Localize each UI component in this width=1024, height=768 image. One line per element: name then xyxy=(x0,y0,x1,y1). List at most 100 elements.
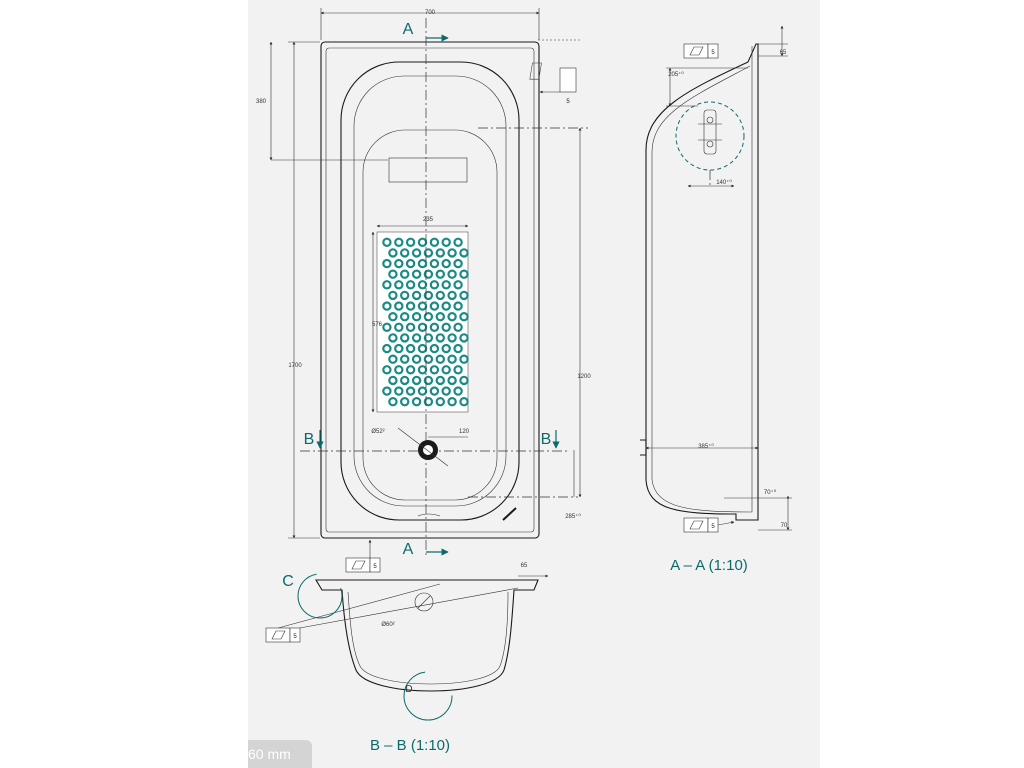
mat-dot xyxy=(453,343,463,354)
mat-dot xyxy=(447,354,457,364)
mat-dot xyxy=(447,333,457,343)
dim-drain-offset: 120 xyxy=(459,429,470,435)
mat-dot xyxy=(405,258,416,269)
anti-slip-dot-pattern xyxy=(382,237,469,407)
mat-dot xyxy=(441,280,451,290)
tolerance-box-plan-bottom: 5 xyxy=(345,539,381,573)
mat-dot xyxy=(453,386,463,396)
section-marker-b-left: B xyxy=(304,431,315,448)
tub-basin-outline xyxy=(340,61,520,521)
mat-dot xyxy=(394,386,404,396)
mat-dot xyxy=(405,237,416,247)
mat-dot xyxy=(453,258,463,269)
technical-drawing: 700 380 1700 1200 235 576 120 Ø52² 285⁺⁰… xyxy=(256,8,792,754)
mat-dot xyxy=(423,312,434,322)
mat-dot xyxy=(394,237,404,247)
mat-dot xyxy=(435,397,445,407)
mat-dot xyxy=(411,269,422,279)
mat-dot xyxy=(459,248,469,258)
mat-dot xyxy=(388,397,398,407)
dim-cross-65: 65 xyxy=(521,563,528,569)
parallelogram-flatness-icon xyxy=(689,520,704,530)
dim-side-140: 140⁺⁰ xyxy=(716,179,732,186)
mat-dot xyxy=(447,290,457,301)
mat-dot xyxy=(411,290,422,301)
mat-dot xyxy=(423,354,434,364)
dim-side-385: 385⁺⁰ xyxy=(698,443,714,450)
mat-dot xyxy=(429,365,440,375)
dim-side-70b: 70 xyxy=(781,523,788,529)
mat-dot xyxy=(435,290,445,301)
section-marker-b-right: B xyxy=(541,431,552,448)
mat-dot xyxy=(382,301,392,311)
tolerance-box-cross: 5 xyxy=(265,627,301,643)
tub-side-profile xyxy=(645,43,759,521)
mat-dot xyxy=(459,290,469,301)
mat-dot xyxy=(382,365,392,375)
mat-dot xyxy=(399,290,410,301)
mat-dot xyxy=(447,375,457,386)
drawing-sheet: 700 380 1700 1200 235 576 120 Ø52² 285⁺⁰… xyxy=(248,0,820,768)
mat-dot xyxy=(453,322,463,332)
mat-dot xyxy=(435,312,445,322)
mat-dot xyxy=(411,333,422,343)
mat-dot xyxy=(399,269,410,279)
mat-dot xyxy=(435,248,445,258)
tub-cross-profile xyxy=(315,579,539,692)
svg-text:5: 5 xyxy=(373,564,377,570)
mat-dot xyxy=(441,322,451,332)
overflow-mark xyxy=(502,507,517,521)
dim-side-65: 65 xyxy=(780,50,787,56)
parallelogram-flatness-icon xyxy=(351,560,366,570)
mat-dot xyxy=(382,343,392,354)
mat-dot xyxy=(388,248,398,258)
mat-dot xyxy=(411,248,422,258)
mat-dot xyxy=(447,269,457,279)
mat-dot xyxy=(453,237,463,247)
mat-dot xyxy=(435,354,445,364)
mat-dot xyxy=(459,269,469,279)
dim-cross-diameter: Ø60² xyxy=(381,622,394,628)
detail-circle-overflow xyxy=(675,101,745,171)
detail-circle-c xyxy=(297,573,343,619)
dim-mat-width: 235 xyxy=(423,217,434,223)
svg-text:5: 5 xyxy=(711,50,715,56)
mat-dot xyxy=(423,248,434,258)
svg-text:5: 5 xyxy=(566,99,570,105)
mat-dot xyxy=(405,322,416,332)
mat-dot xyxy=(411,312,422,322)
mat-dot xyxy=(441,343,451,354)
mat-dot xyxy=(405,386,416,396)
dim-side-70a: 70⁺⁰ xyxy=(764,489,777,496)
section-bb-view: 65 Ø60² C D 5 B – B (1:10) xyxy=(265,563,549,754)
dim-depth-head: 380 xyxy=(256,99,267,105)
mat-dot xyxy=(453,365,463,375)
mat-dot xyxy=(382,237,392,247)
mat-dot xyxy=(394,343,404,354)
svg-text:5: 5 xyxy=(293,634,297,640)
dim-mat-length: 576 xyxy=(372,322,383,328)
mat-dot xyxy=(423,290,434,301)
mat-dot xyxy=(423,375,434,386)
tub-rim-inner xyxy=(325,47,535,533)
tolerance-box-plan-right: 5 xyxy=(529,62,577,105)
dim-length-total: 1700 xyxy=(288,363,302,369)
tolerance-box-side-top: 5 xyxy=(683,43,719,59)
mat-dot xyxy=(453,301,463,311)
mat-dot xyxy=(394,301,404,311)
mat-dot xyxy=(399,375,410,386)
section-marker-a-top: A xyxy=(403,21,414,38)
overflow-fitting xyxy=(703,109,717,155)
mat-dot xyxy=(405,365,416,375)
mat-dot xyxy=(429,237,440,247)
detail-circle-d xyxy=(403,671,453,721)
mat-dot xyxy=(399,248,410,258)
mat-dot xyxy=(388,354,398,364)
dim-width-top: 700 xyxy=(425,10,436,16)
mat-dot xyxy=(429,280,440,290)
mat-dot xyxy=(453,280,463,290)
mat-dot xyxy=(441,301,451,311)
mat-dot xyxy=(405,343,416,354)
cross-drain-icon xyxy=(414,592,434,612)
scale-chip[interactable]: 60 mm xyxy=(248,740,312,768)
